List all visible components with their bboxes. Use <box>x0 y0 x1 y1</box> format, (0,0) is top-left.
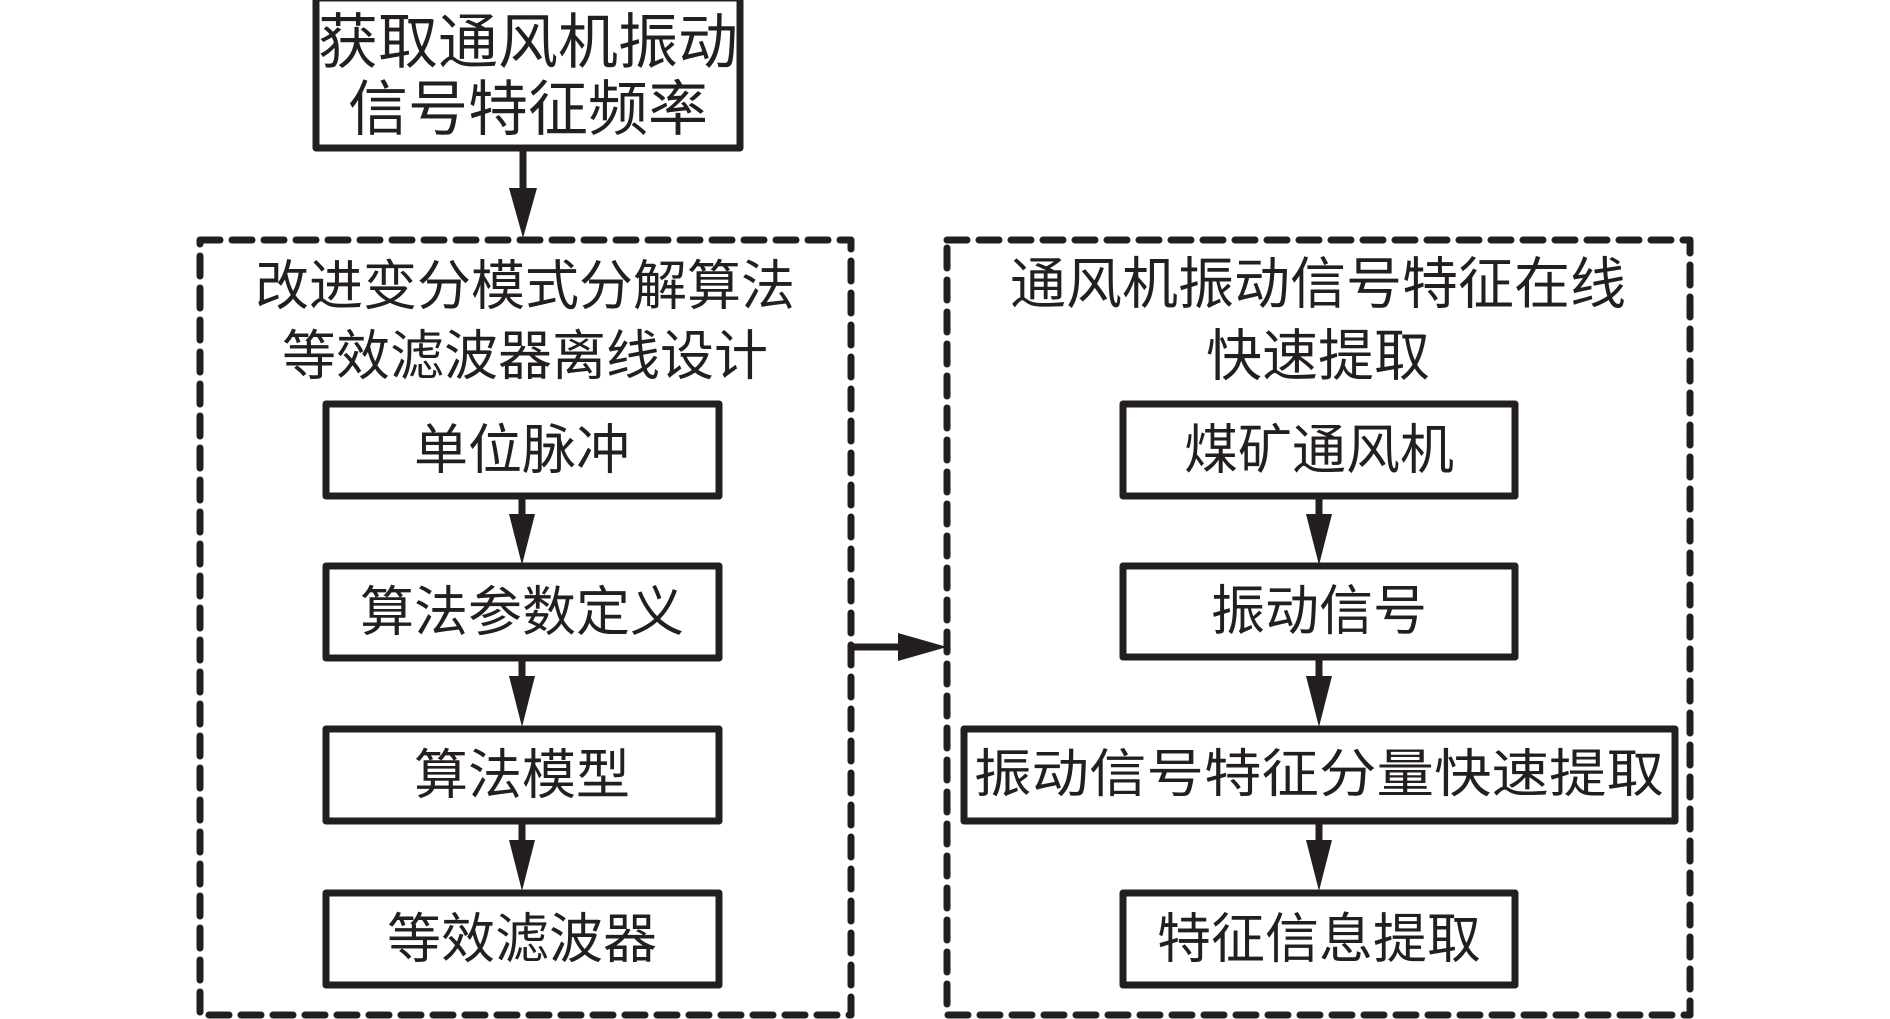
right-step-2: 振动信号 <box>1119 562 1519 661</box>
arrowhead-icon <box>898 633 947 661</box>
right-step-3: 振动信号特征分量快速提取 <box>960 725 1679 825</box>
right-step-1: 煤矿通风机 <box>1119 400 1519 500</box>
arrow-left-2-3 <box>509 658 535 727</box>
right-step-2-frame <box>1119 562 1519 661</box>
left-step-2-frame <box>322 562 723 662</box>
arrowhead-icon <box>1306 676 1332 727</box>
arrowhead-icon <box>509 676 535 727</box>
top-box-line-1: 获取通风机振动 <box>318 8 738 78</box>
arrow-left-group-to-right-group <box>851 633 947 661</box>
right-step-4: 特征信息提取 <box>1119 889 1519 989</box>
arrow-right-3-4 <box>1306 821 1332 891</box>
right-step-1-frame <box>1119 400 1519 500</box>
left-group-title-line-2: 等效滤波器离线设计 <box>282 325 768 388</box>
right-group-title-line-1: 通风机振动信号特征在线 <box>1010 253 1626 318</box>
right-step-2-label: 振动信号 <box>1211 580 1427 643</box>
left-step-4-label: 等效滤波器 <box>387 908 657 971</box>
left-group-dashed-frame <box>196 236 855 1019</box>
left-group: 改进变分模式分解算法 等效滤波器离线设计 单位脉冲 算法参数定义 算法模型 <box>196 236 855 1019</box>
left-step-2: 算法参数定义 <box>322 562 723 662</box>
top-box-line-2: 信号特征频率 <box>348 75 708 145</box>
arrow-left-3-4 <box>509 821 535 891</box>
arrow-top-to-left-group <box>509 148 537 238</box>
left-step-1-frame <box>322 400 723 500</box>
right-step-4-label: 特征信息提取 <box>1157 908 1481 971</box>
top-box-frame <box>312 0 744 152</box>
arrow-left-1-2 <box>509 496 535 565</box>
arrowhead-icon <box>1306 514 1332 565</box>
left-step-3: 算法模型 <box>322 725 723 825</box>
arrowhead-icon <box>509 840 535 891</box>
arrowhead-icon <box>1306 840 1332 891</box>
arrow-right-1-2 <box>1306 496 1332 565</box>
right-step-1-label: 煤矿通风机 <box>1184 419 1454 482</box>
left-step-1: 单位脉冲 <box>322 400 723 500</box>
left-step-2-label: 算法参数定义 <box>360 581 684 644</box>
arrowhead-icon <box>509 188 537 238</box>
left-step-1-label: 单位脉冲 <box>414 419 630 482</box>
right-group: 通风机振动信号特征在线 快速提取 煤矿通风机 振动信号 振动信号特征分量快速提取 <box>943 236 1694 1019</box>
right-step-4-frame <box>1119 889 1519 989</box>
top-box: 获取通风机振动 信号特征频率 <box>312 0 744 152</box>
left-group-title-line-1: 改进变分模式分解算法 <box>255 255 795 318</box>
right-step-3-frame <box>960 725 1679 825</box>
left-step-3-label: 算法模型 <box>414 744 630 807</box>
left-step-4: 等效滤波器 <box>322 889 723 989</box>
arrowhead-icon <box>509 514 535 565</box>
right-step-3-label: 振动信号特征分量快速提取 <box>974 745 1664 805</box>
arrow-right-2-3 <box>1306 657 1332 727</box>
right-group-title-line-2: 快速提取 <box>1206 325 1430 390</box>
left-step-4-frame <box>322 889 723 989</box>
right-group-dashed-frame <box>943 236 1694 1019</box>
